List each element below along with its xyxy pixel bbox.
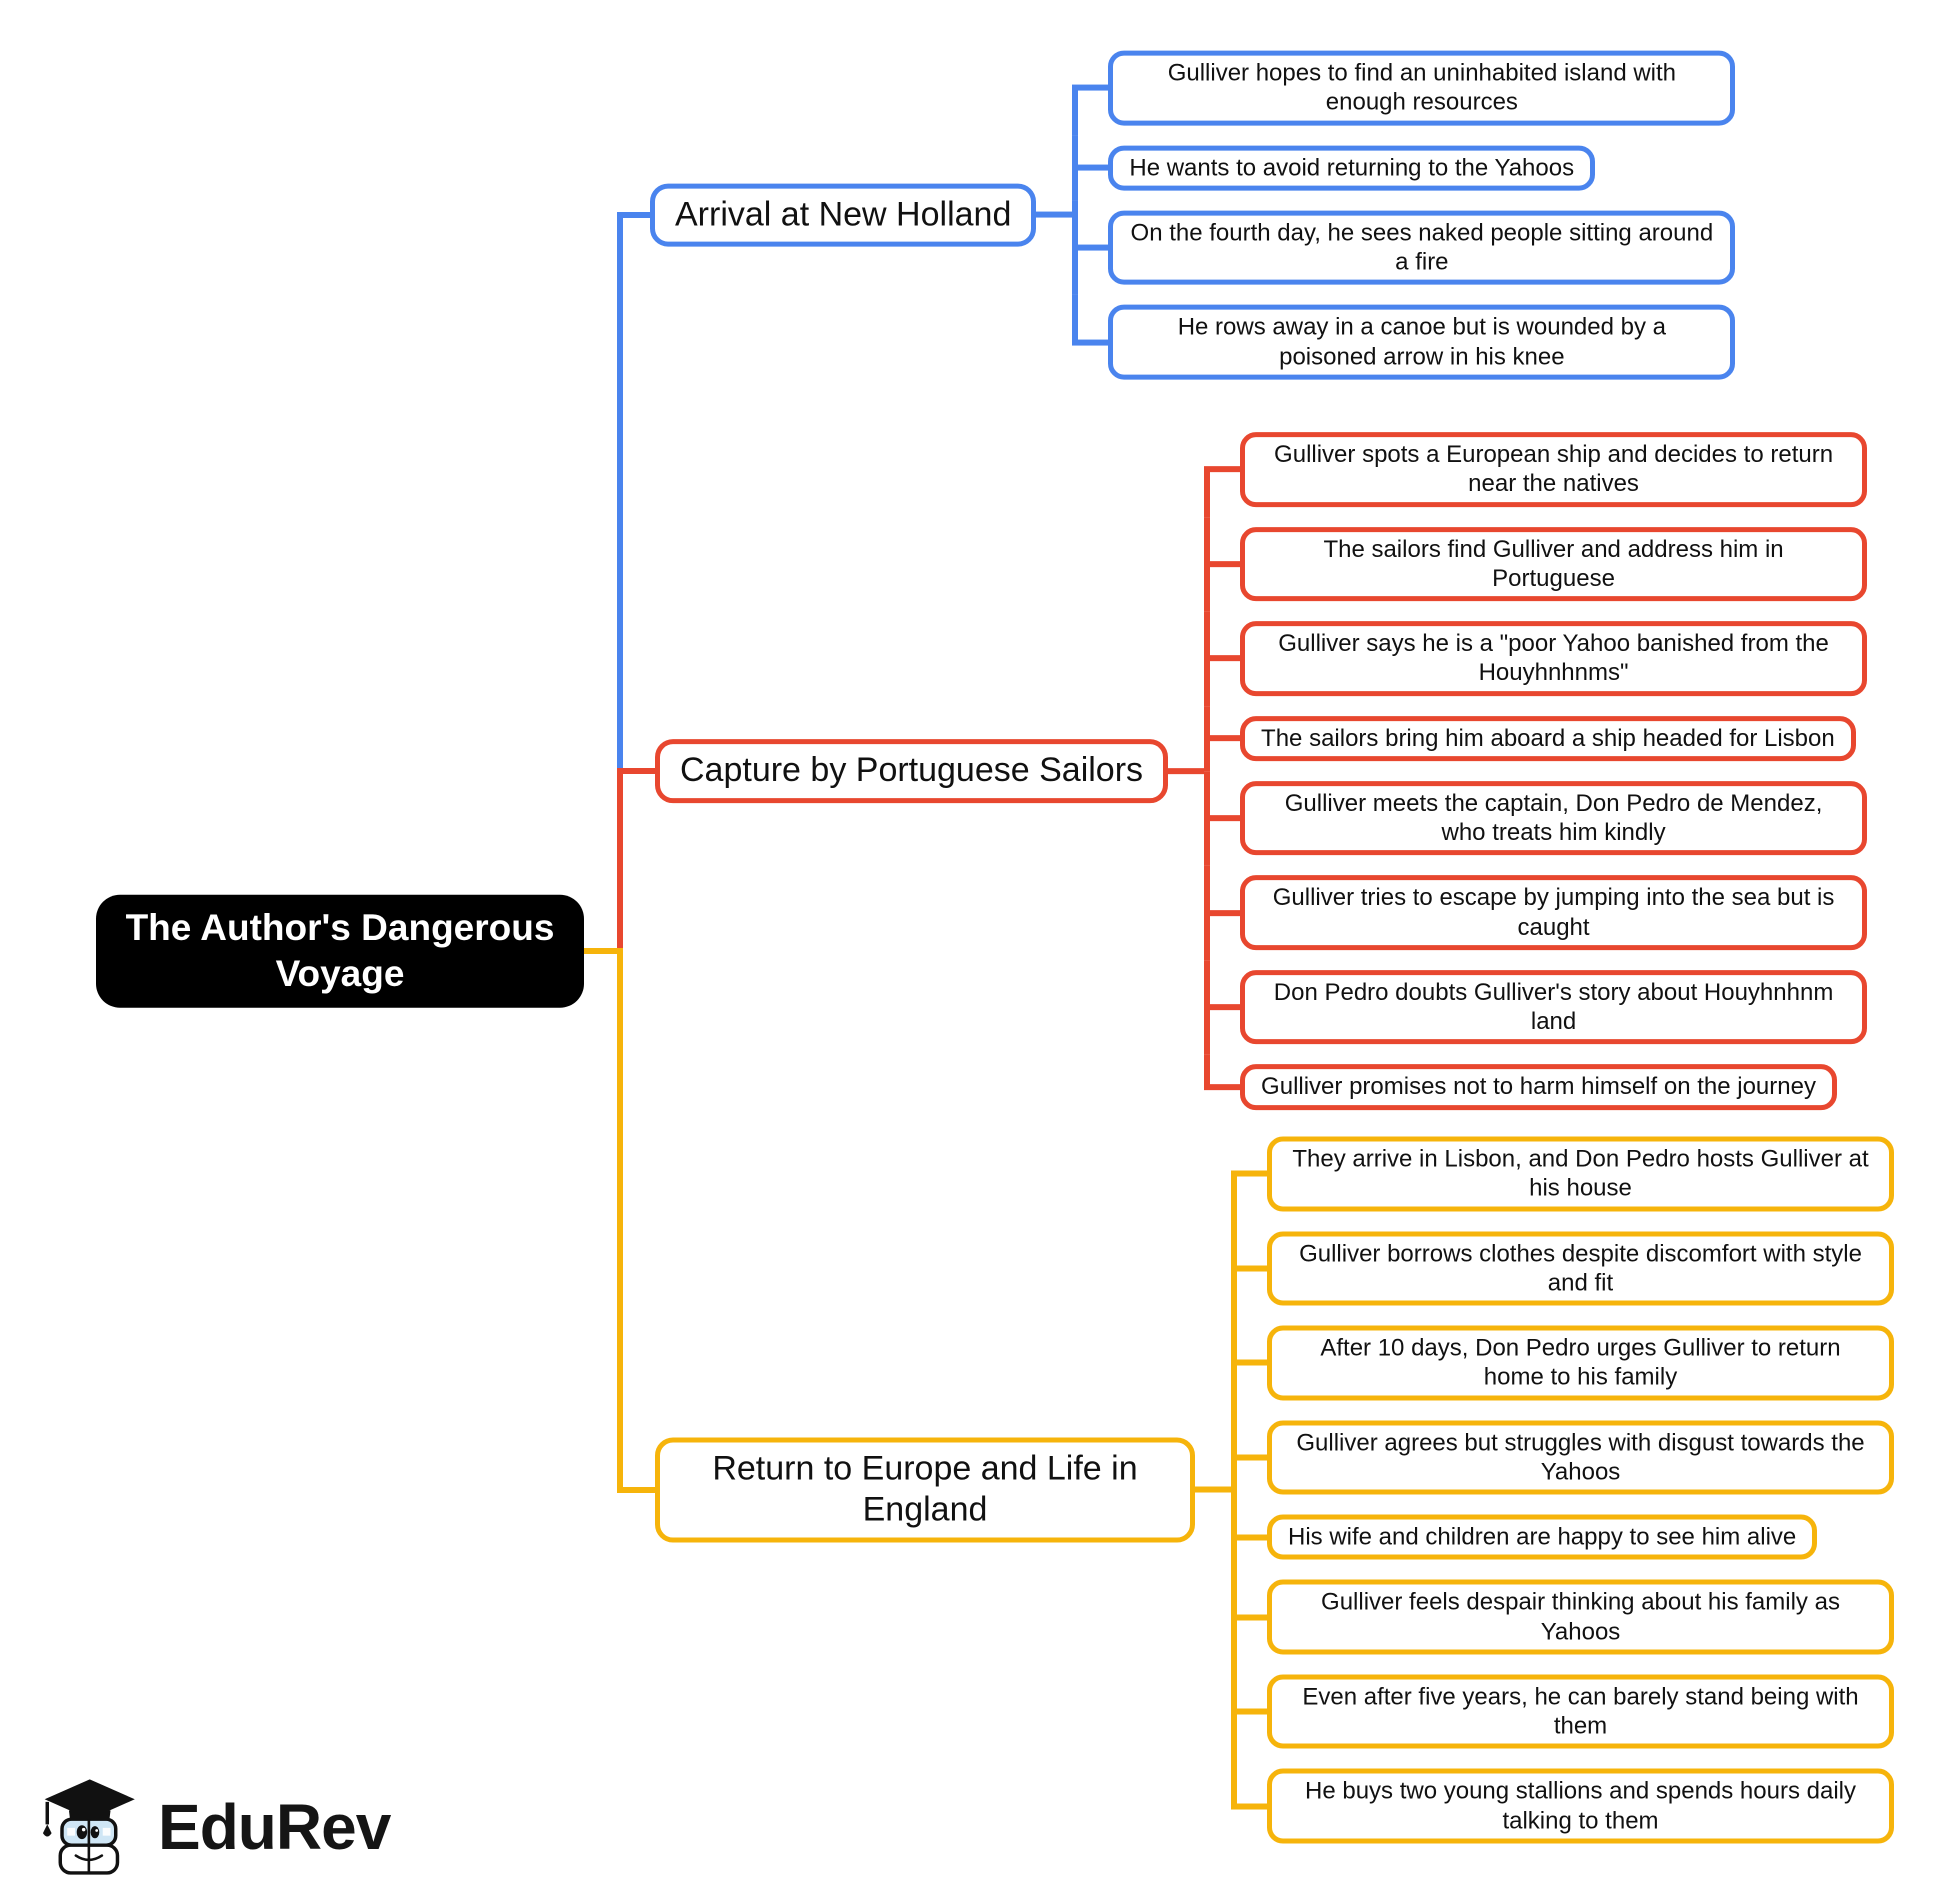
branch-arrival: Arrival at New Holland Gulliver hopes to… — [650, 50, 1736, 380]
leaf-node[interactable]: Gulliver says he is a "poor Yahoo banish… — [1240, 621, 1868, 696]
leaf-node[interactable]: Gulliver hopes to find an uninhabited is… — [1108, 50, 1736, 126]
arrival-branch-stub — [617, 212, 655, 218]
leaf-node[interactable]: Gulliver meets the captain, Don Pedro de… — [1240, 781, 1868, 856]
leaf-row: Gulliver agrees but struggles with disgu… — [1231, 1410, 1894, 1505]
leaf-node[interactable]: Gulliver agrees but struggles with disgu… — [1267, 1420, 1894, 1495]
leaf-row: The sailors bring him aboard a ship head… — [1204, 705, 1867, 772]
edurev-logo[interactable]: EduRev — [36, 1768, 391, 1886]
leaf-node[interactable]: Gulliver spots a European ship and decid… — [1240, 432, 1868, 507]
trunk-connector-yellow — [617, 948, 623, 1493]
leaf-node[interactable]: On the fourth day, he sees naked people … — [1108, 210, 1736, 285]
header-spine-connector — [1168, 768, 1205, 774]
branch-header-capture[interactable]: Capture by Portuguese Sailors — [655, 739, 1169, 803]
capture-branch-stub — [617, 768, 660, 774]
leaf-group-arrival: Gulliver hopes to find an uninhabited is… — [1072, 50, 1736, 380]
leaf-node[interactable]: He rows away in a canoe but is wounded b… — [1108, 304, 1736, 380]
edurev-mascot-icon — [42, 1779, 135, 1875]
leaf-row: On the fourth day, he sees naked people … — [1072, 200, 1736, 295]
leaf-node[interactable]: He wants to avoid returning to the Yahoo… — [1108, 145, 1596, 191]
branch-capture: Capture by Portuguese Sailors Gulliver s… — [655, 432, 1868, 1110]
leaf-row: He buys two young stallions and spends h… — [1231, 1759, 1894, 1844]
leaf-node[interactable]: Gulliver tries to escape by jumping into… — [1240, 875, 1868, 951]
leaf-node[interactable]: He buys two young stallions and spends h… — [1267, 1768, 1894, 1844]
return-branch-stub — [617, 1487, 660, 1493]
header-spine-connector — [1036, 211, 1073, 218]
branch-return: Return to Europe and Life in England The… — [655, 1136, 1894, 1844]
leaf-row: They arrive in Lisbon, and Don Pedro hos… — [1231, 1136, 1894, 1221]
trunk-connector-red — [617, 768, 623, 954]
leaf-row: Gulliver spots a European ship and decid… — [1204, 432, 1868, 517]
branch-header-return[interactable]: Return to Europe and Life in England — [655, 1437, 1195, 1543]
header-spine-connector — [1195, 1486, 1231, 1493]
leaf-node[interactable]: Gulliver borrows clothes despite discomf… — [1267, 1231, 1894, 1306]
leaf-row: Gulliver tries to escape by jumping into… — [1204, 865, 1868, 960]
root-connector-stub — [577, 948, 623, 954]
leaf-row: His wife and children are happy to see h… — [1231, 1504, 1894, 1571]
branch-header-arrival[interactable]: Arrival at New Holland — [650, 183, 1037, 247]
leaf-row: Gulliver meets the captain, Don Pedro de… — [1204, 771, 1868, 866]
trunk-connector-blue — [617, 212, 623, 774]
edurev-logo-text: EduRev — [158, 1791, 391, 1863]
leaf-row: Even after five years, he can barely sta… — [1231, 1664, 1894, 1759]
leaf-node[interactable]: Don Pedro doubts Gulliver's story about … — [1240, 970, 1868, 1045]
leaf-node[interactable]: His wife and children are happy to see h… — [1267, 1514, 1818, 1560]
leaf-row: Gulliver feels despair thinking about hi… — [1231, 1569, 1894, 1664]
root-node[interactable]: The Author's Dangerous Voyage — [96, 894, 584, 1008]
leaf-node[interactable]: Gulliver promises not to harm himself on… — [1240, 1064, 1837, 1110]
leaf-node[interactable]: They arrive in Lisbon, and Don Pedro hos… — [1267, 1136, 1894, 1212]
leaf-node[interactable]: The sailors find Gulliver and address hi… — [1240, 526, 1868, 602]
leaf-row: Gulliver hopes to find an uninhabited is… — [1072, 50, 1736, 135]
leaf-row: He wants to avoid returning to the Yahoo… — [1072, 135, 1735, 201]
leaf-row: Gulliver says he is a "poor Yahoo banish… — [1204, 611, 1868, 706]
leaf-row: After 10 days, Don Pedro urges Gulliver … — [1231, 1315, 1894, 1410]
leaf-group-return: They arrive in Lisbon, and Don Pedro hos… — [1231, 1136, 1894, 1844]
leaf-row: Don Pedro doubts Gulliver's story about … — [1204, 960, 1868, 1055]
leaf-node[interactable]: After 10 days, Don Pedro urges Gulliver … — [1267, 1325, 1894, 1401]
leaf-row: He rows away in a canoe but is wounded b… — [1072, 294, 1736, 380]
leaf-row: Gulliver borrows clothes despite discomf… — [1231, 1221, 1894, 1316]
leaf-node[interactable]: Even after five years, he can barely sta… — [1267, 1674, 1894, 1749]
leaf-node[interactable]: The sailors bring him aboard a ship head… — [1240, 715, 1856, 761]
leaf-row: The sailors find Gulliver and address hi… — [1204, 516, 1868, 611]
leaf-row: Gulliver promises not to harm himself on… — [1204, 1054, 1867, 1110]
leaf-group-capture: Gulliver spots a European ship and decid… — [1204, 432, 1868, 1110]
leaf-node[interactable]: Gulliver feels despair thinking about hi… — [1267, 1579, 1894, 1655]
